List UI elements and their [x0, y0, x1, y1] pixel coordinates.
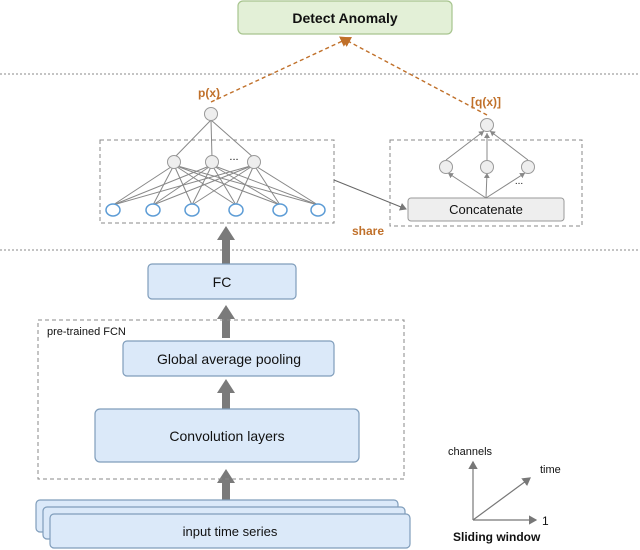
input-label: input time series	[183, 524, 278, 539]
left-ellipsis: ...	[229, 151, 238, 163]
global-average-pooling-box: Global average pooling	[122, 340, 335, 377]
pretrained-fcn-label: pre-trained FCN	[47, 326, 126, 338]
q-to-detect-arrow	[340, 36, 488, 116]
right-output-node	[480, 118, 494, 132]
q-label: [q(x)]	[471, 95, 501, 109]
right-hidden-nodes	[439, 160, 535, 174]
left-output-node	[204, 107, 218, 121]
concatenate-box: Concatenate	[407, 197, 565, 222]
axis-one-label: 1	[542, 514, 549, 528]
input-time-series-stack: input time series	[35, 499, 411, 549]
fc-box: FC	[147, 263, 297, 300]
up-arrow-gap-to-fc	[217, 305, 235, 338]
detect-anomaly-label: Detect Anomaly	[292, 10, 398, 26]
fc-label: FC	[213, 274, 232, 290]
detect-anomaly-box: Detect Anomaly	[237, 0, 453, 35]
concatenate-label: Concatenate	[449, 202, 523, 217]
left-hidden-nodes	[167, 155, 261, 169]
right-network-edges	[445, 130, 529, 199]
right-ellipsis: ...	[515, 176, 523, 187]
p-to-detect-arrow	[210, 36, 351, 103]
gap-label: Global average pooling	[157, 351, 301, 367]
axis-time-label: time	[540, 464, 561, 476]
up-arrow-conv-to-gap	[217, 379, 235, 409]
pretrained-fcn-box	[37, 319, 405, 480]
axis-channels-label: channels	[448, 446, 493, 458]
p-label: p(x)	[198, 86, 220, 100]
right-network-box	[389, 139, 583, 227]
up-arrow-fc-to-network	[217, 226, 235, 264]
share-label: share	[352, 224, 384, 238]
left-input-nodes	[105, 203, 326, 217]
up-arrow-input-to-conv	[217, 469, 235, 500]
sliding-window-title: Sliding window	[453, 530, 541, 544]
left-network-edges	[112, 119, 319, 206]
sliding-window-axes	[468, 460, 538, 525]
share-arrow	[333, 179, 407, 211]
left-network-box	[99, 139, 335, 224]
convolution-layers-box: Convolution layers	[94, 408, 360, 463]
conv-label: Convolution layers	[169, 428, 284, 444]
